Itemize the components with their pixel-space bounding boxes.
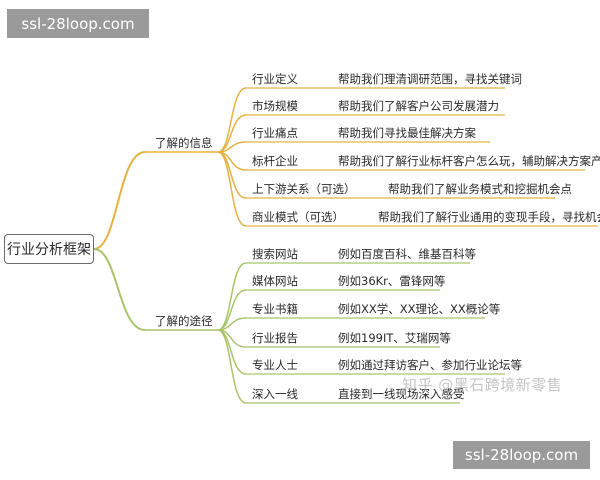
watermark-bottom: ssl-28loop.com [453,441,590,469]
way-item-desc: 例如36Kr、雷锋网等 [338,274,446,288]
info-item-label: 商业模式（可选） [252,210,344,224]
info-item-label: 标杆企业 [252,154,298,168]
watermark-bottom-text: ssl-28loop.com [464,446,579,464]
info-item-desc: 帮助我们了解客户公司发展潜力 [338,99,499,113]
root-node: 行业分析框架 [4,234,94,264]
way-item-label: 媒体网站 [252,274,298,288]
root-to-info-connector [93,151,146,250]
info-item-desc: 帮助我们了解行业通用的变现手段，寻找机会点 [378,210,600,224]
way-item-label: 搜索网站 [252,247,298,261]
way-item-label: 行业报告 [252,331,298,345]
info-item-label: 行业痛点 [252,126,298,140]
info-item-desc: 帮助我们寻找最佳解决方案 [338,126,476,140]
way-item-label: 专业书籍 [252,302,298,316]
zhihu-watermark: 知乎 @黑石跨境新零售 [402,376,563,394]
branch-info-label: 了解的信息 [155,136,213,150]
info-item-desc: 帮助我们了解业务模式和挖掘机会点 [388,182,572,196]
branch-way-label: 了解的途径 [155,314,213,328]
way-item-desc: 例如通过拜访客户、参加行业论坛等 [338,358,522,372]
root-node-label: 行业分析框架 [7,242,91,258]
root-to-way-connector [93,248,146,331]
info-item-label: 行业定义 [252,72,298,86]
way-item-desc: 直接到一线现场深入感受 [338,387,465,401]
info-item-desc: 帮助我们了解行业标杆客户怎么玩，辅助解决方案产出 [338,154,600,168]
way-item-desc: 例如199IT、艾瑞网等 [338,331,451,345]
watermark-top-text: ssl-28loop.com [21,14,135,33]
info-item-desc: 帮助我们理清调研范围，寻找关键词 [338,72,522,86]
way-item-label: 专业人士 [252,358,298,372]
info-item-label: 上下游关系（可选） [252,182,356,196]
info-item-label: 市场规模 [252,99,298,113]
way-item-desc: 例如XX学、XX理论、XX概论等 [338,302,501,316]
watermark-top: ssl-28loop.com [7,9,149,38]
way-item-desc: 例如百度百科、维基百科等 [338,247,476,261]
way-item-label: 深入一线 [252,387,298,401]
